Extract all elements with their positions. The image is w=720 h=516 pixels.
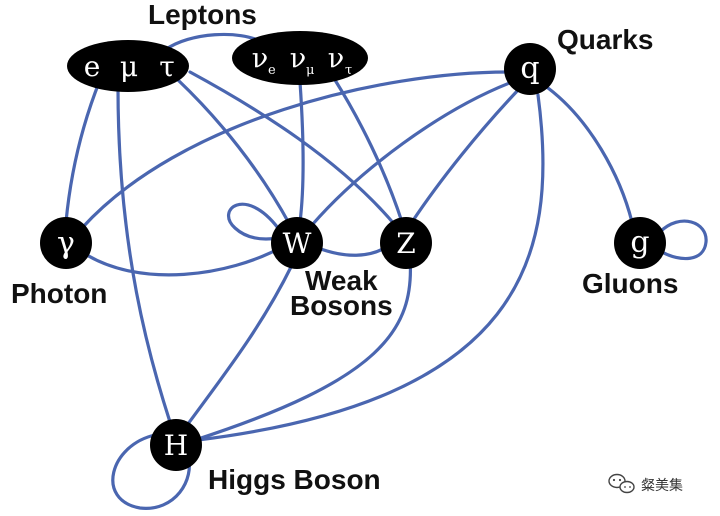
node-photon: γ [40,217,92,269]
edge-neutrinos-w [298,80,305,224]
label-quarks: Quarks [557,24,654,55]
label-gluons: Gluons [582,268,678,299]
node-z: Z [380,217,432,269]
label-bosons: Bosons [290,290,393,321]
neutrino-subscript-mu: μ [306,63,314,78]
node-w: W [271,217,323,269]
edge-quark-photon [80,70,510,230]
wechat-icon [608,473,635,494]
lepton-symbol-tau: τ [159,50,175,83]
watermark-text: 粲美集 [641,477,683,494]
edge-leptons-photon [64,78,102,224]
edge-w-selfloop [227,202,280,241]
edge-leptons-w [176,78,292,227]
svg-text:γ: γ [57,226,75,261]
neutrino-symbol-tau: ν [328,43,344,74]
lepton-symbol-e: e [84,50,101,83]
edge-quark-z [410,86,522,224]
edge-leptons-z [188,70,397,227]
neutrino-subscript-e: e [268,63,276,78]
edge-z-higgs [193,256,413,442]
node-higgs: H [150,419,202,471]
edge-quark-gluon [546,86,634,224]
edge-leptons-higgs [116,86,172,424]
lepton-symbol-mu: μ [120,50,138,83]
neutrino-subscript-tau: τ [345,63,352,78]
neutrino-symbol-e: ν [252,43,268,74]
svg-text:g: g [630,225,649,260]
edge-w-z [316,244,390,257]
node-gluon: g [614,217,666,269]
svg-text:W: W [283,227,312,260]
node-quark: q [504,43,556,95]
edges [64,32,708,510]
edge-w-higgs [183,263,294,430]
svg-text:H: H [164,429,188,462]
node-leptons: e μ τ [67,40,189,92]
label-photon: Photon [11,278,107,309]
node-neutrinos: ν e ν μ ν τ [232,31,368,85]
edge-higgs-selfloop [111,433,191,510]
label-higgs: Higgs Boson [208,464,381,495]
edge-photon-w [80,246,282,277]
edge-quark-w [310,80,514,227]
neutrino-symbol-mu: ν [290,43,306,74]
label-weak: Weak [305,265,378,296]
watermark: 粲美集 [608,473,683,494]
svg-text:q: q [520,51,539,86]
edge-gluon-selfloop [658,219,708,261]
label-leptons: Leptons [148,0,257,30]
svg-text:Z: Z [396,227,415,260]
edge-quark-higgs [196,93,545,442]
